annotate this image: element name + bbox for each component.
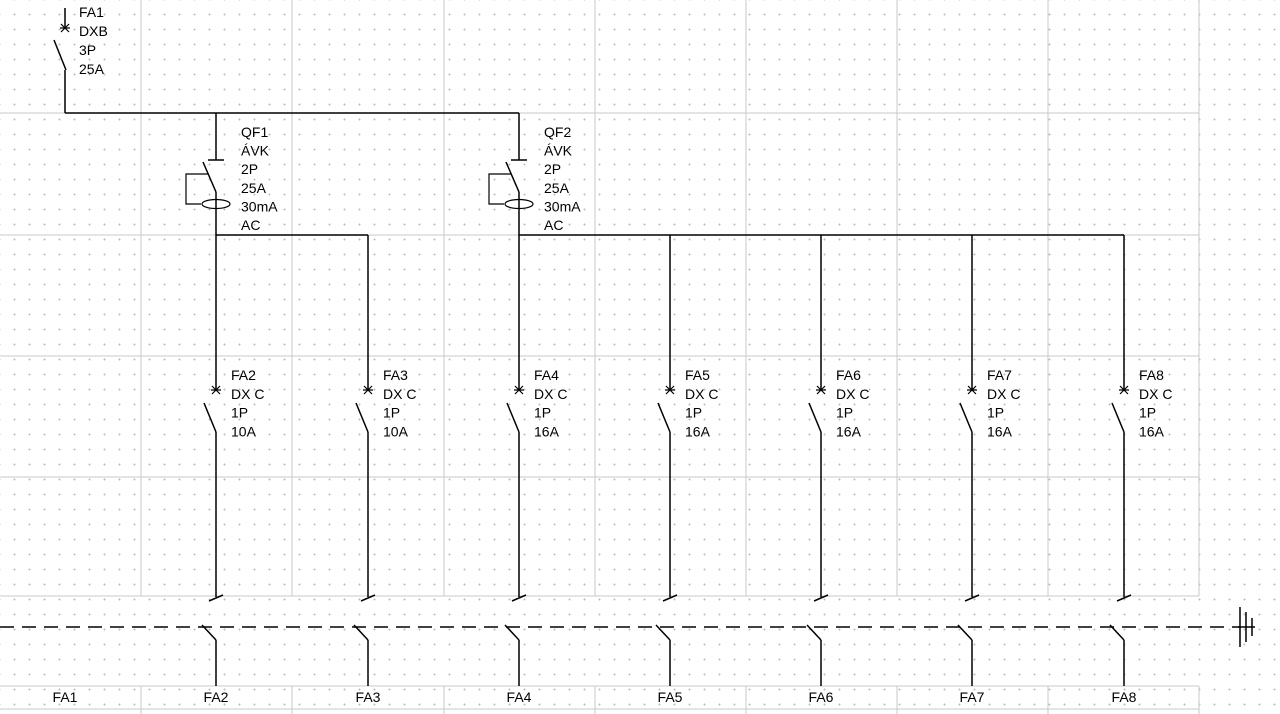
- feeder-circuits: [201, 235, 1132, 686]
- breaker-5-label-line-0: FA5: [685, 367, 710, 383]
- footer-strip: [0, 685, 1200, 714]
- rcd-qf2-label-line-5: AC: [544, 217, 563, 233]
- footer-label-6: FA6: [809, 689, 834, 705]
- breaker-4-label-line-2: 1P: [534, 405, 551, 421]
- footer-label-2: FA2: [204, 689, 229, 705]
- feeder-breaker-5[interactable]: [655, 235, 678, 686]
- breaker-6-label-line-3: 16A: [836, 423, 862, 439]
- breaker-3-label-line-2: 1P: [383, 405, 400, 421]
- main-breaker-symbol[interactable]: [53, 8, 70, 113]
- breaker-2-label-line-2: 1P: [231, 405, 248, 421]
- rcd-qf2-label-line-2: 2P: [544, 161, 561, 177]
- breaker-3-label-line-1: DX C: [383, 386, 416, 402]
- rcd-qf1-label-line-0: QF1: [241, 124, 268, 140]
- main-breaker-label-line-2: 3P: [79, 42, 96, 58]
- footer-label-7: FA7: [960, 689, 985, 705]
- breaker-6-label-line-0: FA6: [836, 367, 861, 383]
- breaker-3-label-line-0: FA3: [383, 367, 408, 383]
- breaker-2-label-line-3: 10A: [231, 423, 257, 439]
- breaker-6-label-line-2: 1P: [836, 405, 853, 421]
- footer-label-4: FA4: [507, 689, 532, 705]
- rcd-qf1-label-line-5: AC: [241, 217, 260, 233]
- breaker-8-label-line-3: 16A: [1139, 423, 1165, 439]
- rcd-qf2-label-line-4: 30mA: [544, 198, 581, 214]
- breaker-5-label-line-2: 1P: [685, 405, 702, 421]
- device-labels: FA1DXB3P25AQF1ÁVK2P25A30mAACQF2ÁVK2P25A3…: [53, 4, 1173, 705]
- main-breaker-label-line-3: 25A: [79, 61, 105, 77]
- footer-label-3: FA3: [356, 689, 381, 705]
- breaker-6-label-line-1: DX C: [836, 386, 869, 402]
- rcd-qf2-label-line-3: 25A: [544, 180, 570, 196]
- rcd-qf1-label-line-2: 2P: [241, 161, 258, 177]
- breaker-4-label-line-3: 16A: [534, 423, 560, 439]
- footer-label-8: FA8: [1112, 689, 1137, 705]
- breaker-3-label-line-3: 10A: [383, 423, 409, 439]
- breaker-5-label-line-1: DX C: [685, 386, 718, 402]
- main-breaker-label-line-1: DXB: [79, 23, 108, 39]
- rcd-qf1-label-line-1: ÁVK: [241, 143, 270, 159]
- rcd-symbol-qf1[interactable]: [185, 113, 231, 235]
- sheet-grid: [0, 0, 1200, 597]
- footer-label-5: FA5: [658, 689, 683, 705]
- breaker-7-label-line-3: 16A: [987, 423, 1013, 439]
- feeder-breaker-6[interactable]: [806, 235, 829, 686]
- breaker-8-label-line-2: 1P: [1139, 405, 1156, 421]
- earth-icon: [1238, 607, 1255, 647]
- feeder-breaker-8[interactable]: [1109, 235, 1132, 686]
- feeder-breaker-7[interactable]: [957, 235, 980, 686]
- breaker-8-label-line-1: DX C: [1139, 386, 1172, 402]
- rcd-symbol-qf2[interactable]: [488, 113, 534, 235]
- breaker-4-label-line-0: FA4: [534, 367, 559, 383]
- rcd-qf2-label-line-1: ÁVK: [544, 143, 573, 159]
- rcd-qf1-label-line-3: 25A: [241, 180, 267, 196]
- breaker-7-label-line-1: DX C: [987, 386, 1020, 402]
- breaker-2-label-line-1: DX C: [231, 386, 264, 402]
- rcd-qf1-label-line-4: 30mA: [241, 198, 278, 214]
- main-breaker-label-line-0: FA1: [79, 4, 104, 20]
- feeder-breaker-3[interactable]: [353, 235, 376, 686]
- footer-label-1: FA1: [53, 689, 78, 705]
- feeder-breaker-2[interactable]: [201, 235, 224, 686]
- breaker-5-label-line-3: 16A: [685, 423, 711, 439]
- breaker-7-label-line-2: 1P: [987, 405, 1004, 421]
- breaker-2-label-line-0: FA2: [231, 367, 256, 383]
- breaker-8-label-line-0: FA8: [1139, 367, 1164, 383]
- feeder-breaker-4[interactable]: [504, 235, 527, 686]
- rcd-qf2-label-line-0: QF2: [544, 124, 571, 140]
- breaker-4-label-line-1: DX C: [534, 386, 567, 402]
- breaker-7-label-line-0: FA7: [987, 367, 1012, 383]
